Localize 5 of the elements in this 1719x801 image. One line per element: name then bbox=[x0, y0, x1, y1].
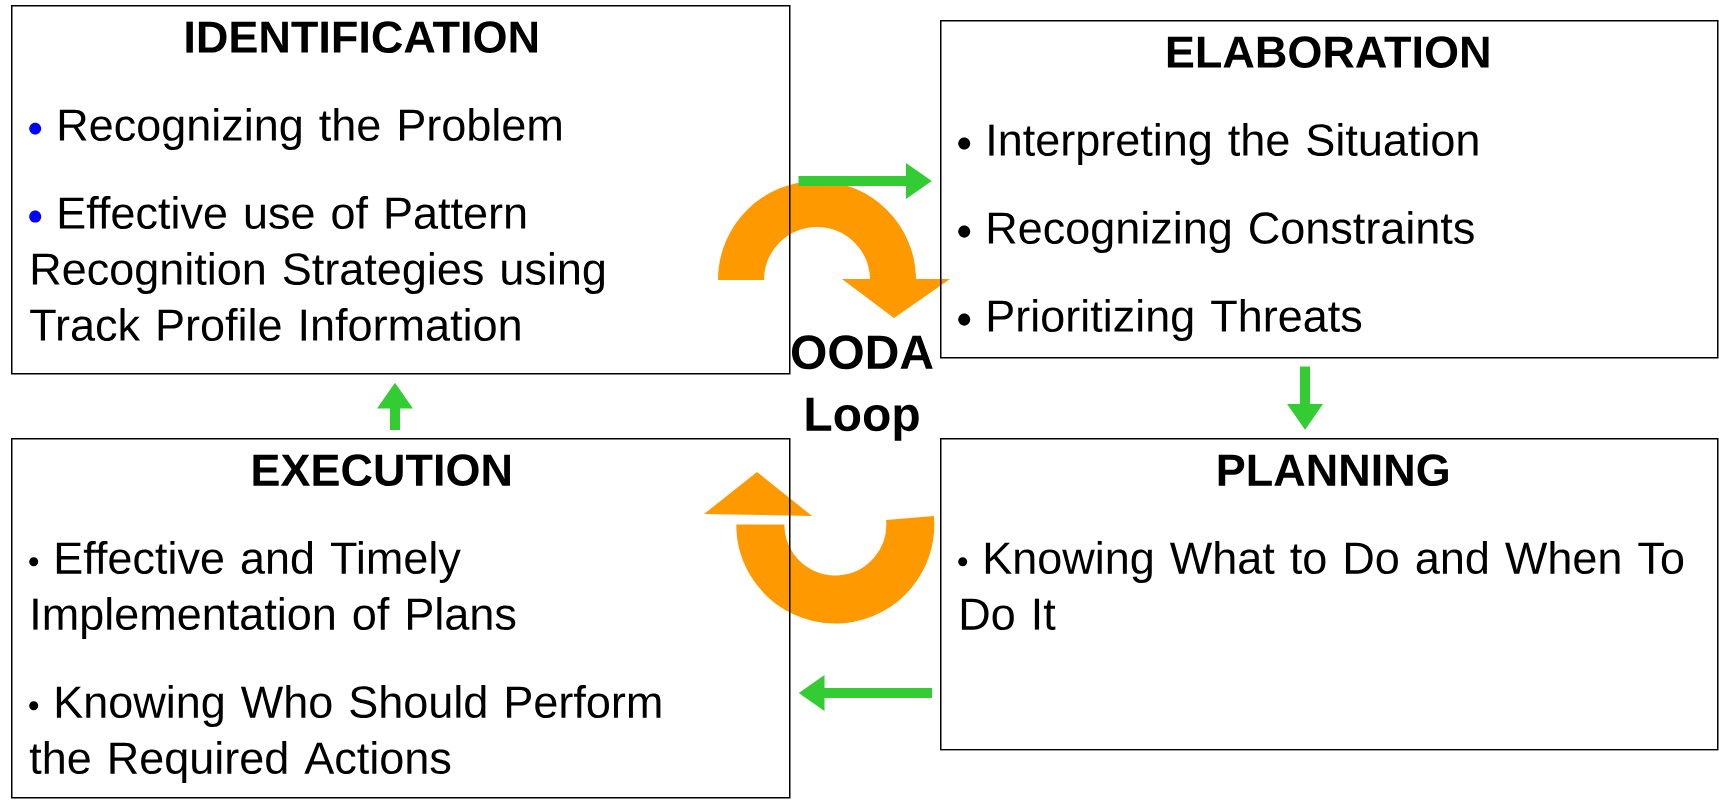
text-box: EXECUTION Effective and Timely Implementation of Plans Knowing Who Should Perform the Required Actions bbox=[11, 438, 791, 799]
text-box: ELABORATION Interpreting the Situation Recognizing Constraints Prioritizing Threats bbox=[940, 20, 1719, 359]
text-box: PLANNING Knowing What to Do and When To Do It bbox=[940, 438, 1719, 751]
title-label: OODA Loop bbox=[792, 335, 933, 441]
text-box: IDENTIFICATION Recognizing the Problem Effective use of Pattern Recognition Strategies using Track Profile Information bbox=[11, 5, 791, 375]
